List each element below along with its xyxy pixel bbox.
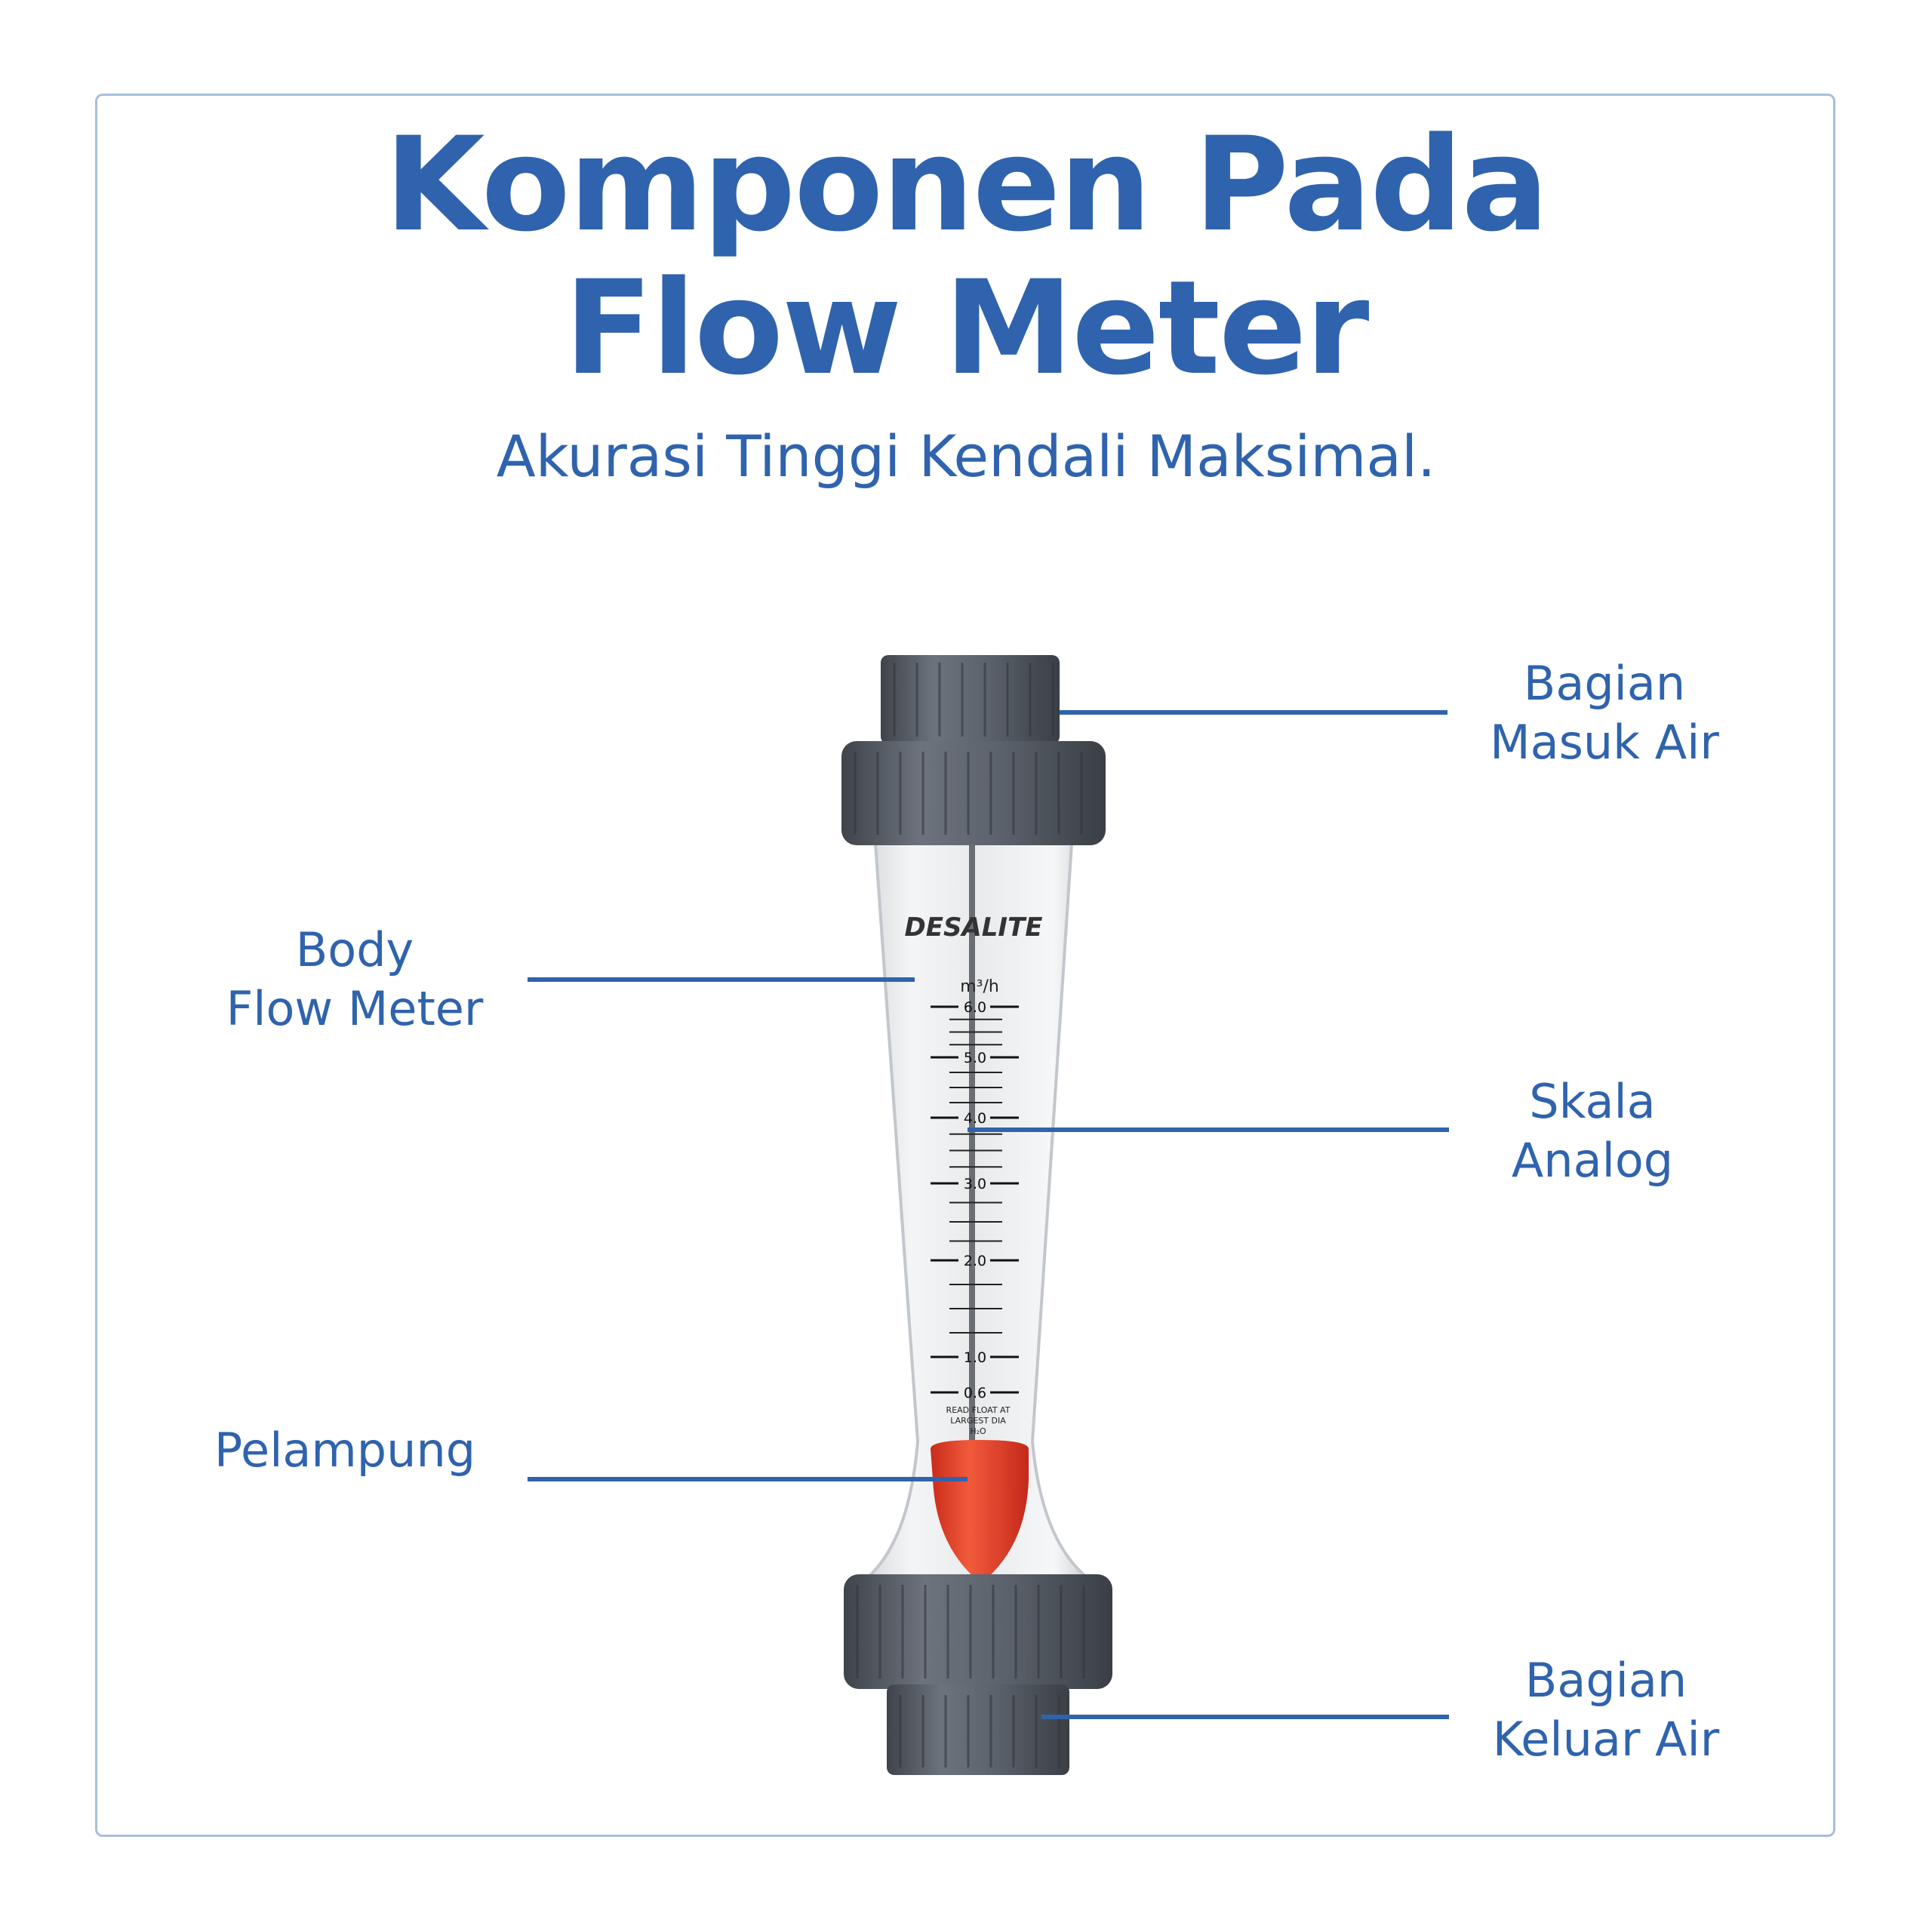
outlet-leader-line	[1041, 1715, 1449, 1719]
label-inlet-line2: Masuk Air	[1490, 715, 1719, 770]
label-inlet: Bagian Masuk Air	[1378, 654, 1831, 772]
label-scale-line1: Skala	[1529, 1074, 1656, 1129]
label-outlet-line1: Bagian	[1524, 1653, 1687, 1708]
label-float-line1: Pelampung	[214, 1423, 476, 1478]
label-body-line1: Body	[295, 922, 414, 977]
note-line1: READ FLOAT AT	[946, 1405, 1011, 1415]
scale-label: 6.0	[964, 999, 986, 1016]
body-leader-line	[528, 977, 915, 982]
note-line2: LARGEST DIA	[950, 1416, 1006, 1426]
label-float: Pelampung	[118, 1421, 571, 1480]
inlet-cap	[881, 655, 1060, 744]
label-outlet-line2: Keluar Air	[1492, 1712, 1720, 1767]
scale-label: 5.0	[964, 1050, 986, 1066]
scale-label: 2.0	[964, 1253, 986, 1269]
label-inlet-line1: Bagian	[1523, 656, 1686, 711]
scale-label: 4.0	[964, 1110, 986, 1127]
float-leader-line	[528, 1477, 968, 1481]
inlet-collar	[841, 741, 1106, 845]
label-body: Body Flow Meter	[128, 921, 581, 1038]
float	[931, 1440, 1029, 1583]
center-rod	[969, 844, 975, 1447]
scale-ticks: 6.0 5.0 4.0 3.0 2.0 1.0 0.6	[931, 999, 1019, 1401]
scale-label: 0.6	[964, 1385, 986, 1401]
fitting-ribs	[854, 663, 1085, 1767]
label-outlet: Bagian Keluar Air	[1380, 1651, 1832, 1769]
inlet-leader-line	[1060, 710, 1447, 715]
unit-label: m³/h	[960, 977, 999, 996]
scale-label: 1.0	[964, 1349, 986, 1366]
note-line3: H₂O	[970, 1426, 986, 1436]
scale-leader-line	[968, 1128, 1449, 1132]
subtitle: Akurasi Tinggi Kendali Maksimal.	[496, 423, 1436, 490]
outlet-cap	[887, 1684, 1069, 1775]
label-body-line2: Flow Meter	[226, 981, 484, 1036]
label-scale-line2: Analog	[1511, 1133, 1674, 1188]
page-title-line2: Flow Meter	[564, 252, 1370, 404]
outlet-collar	[844, 1574, 1112, 1689]
brand-logo: DESALITE	[905, 912, 1043, 943]
content-frame	[95, 94, 1835, 1837]
page-title-line1: Komponen Pada	[384, 109, 1549, 260]
scale-label: 3.0	[964, 1176, 986, 1192]
label-scale: Skala Analog	[1366, 1072, 1819, 1190]
